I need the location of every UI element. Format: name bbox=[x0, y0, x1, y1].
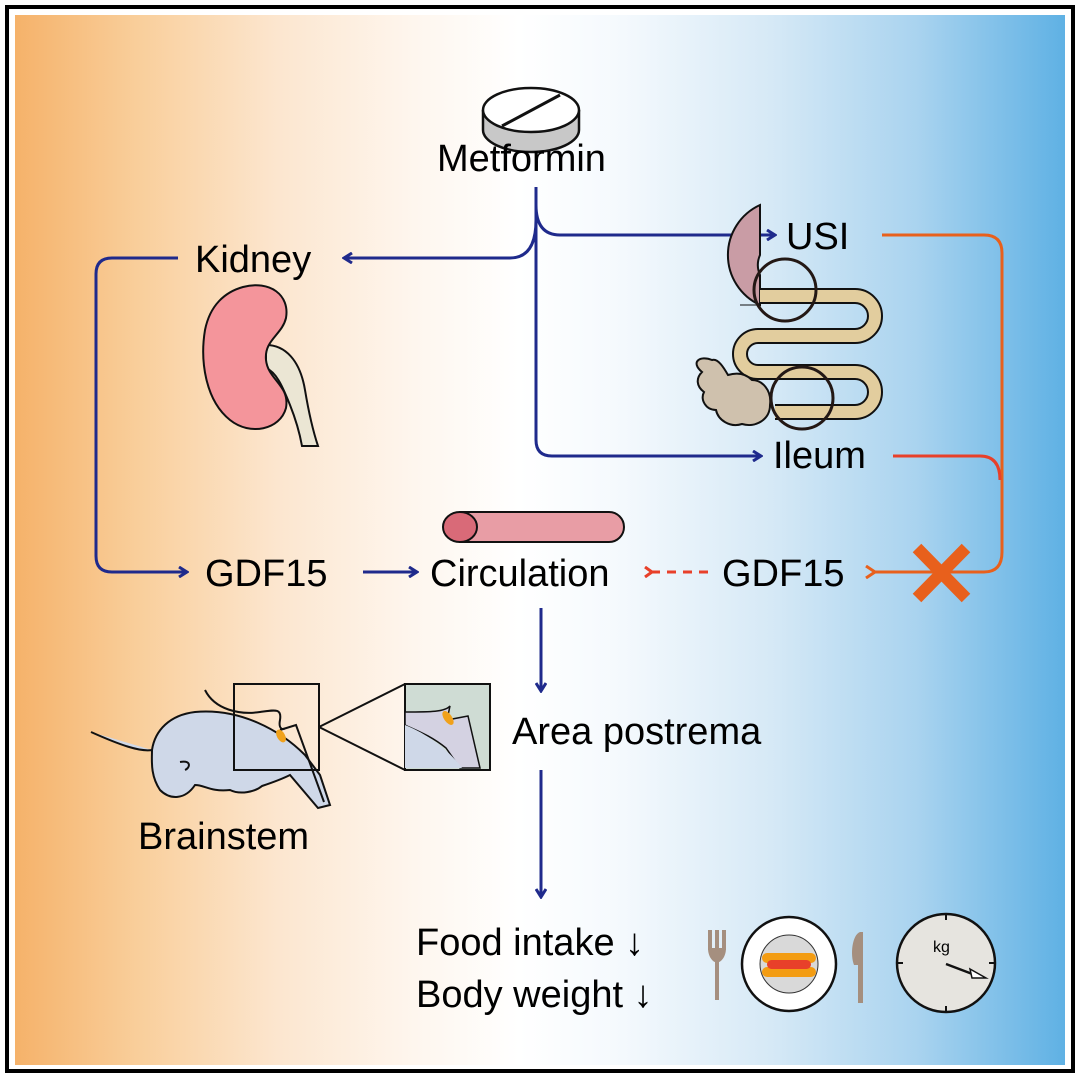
gdf15-gut-label: GDF15 bbox=[722, 553, 845, 595]
trunk-line bbox=[534, 187, 760, 456]
scale-unit-label: kg bbox=[933, 939, 950, 956]
intestine-icon bbox=[695, 203, 883, 431]
fork-icon bbox=[708, 930, 726, 1000]
metformin-label: Metformin bbox=[437, 138, 606, 180]
gdf15-kidney-label: GDF15 bbox=[205, 553, 328, 595]
kidney-to-gdf15 bbox=[94, 256, 186, 572]
branch-to-usi bbox=[534, 204, 774, 235]
ileum-to-gdf15 bbox=[893, 454, 1002, 481]
kidney-icon bbox=[202, 284, 320, 447]
usi-label: USI bbox=[786, 216, 850, 258]
knife-icon bbox=[852, 932, 863, 1003]
block-x-icon bbox=[912, 543, 971, 603]
plate-icon bbox=[740, 915, 838, 1013]
brainstem-label: Brainstem bbox=[138, 816, 310, 858]
circulation-label: Circulation bbox=[430, 553, 610, 595]
scale-icon: kg bbox=[895, 912, 997, 1014]
body-weight-label: Body weight ↓ bbox=[416, 974, 653, 1016]
kidney-label: Kidney bbox=[195, 239, 312, 281]
food-intake-label: Food intake ↓ bbox=[416, 922, 645, 964]
metformin-arrows bbox=[94, 187, 774, 896]
gut-arrows bbox=[652, 233, 1004, 572]
usi-to-gdf15 bbox=[875, 233, 1004, 572]
area-postrema-label: Area postrema bbox=[512, 711, 762, 753]
blood-vessel-icon bbox=[442, 511, 625, 543]
branch-to-kidney bbox=[345, 219, 538, 258]
brain-icon bbox=[90, 683, 491, 810]
pill-icon bbox=[481, 86, 581, 154]
ileum-label: Ileum bbox=[773, 435, 866, 477]
